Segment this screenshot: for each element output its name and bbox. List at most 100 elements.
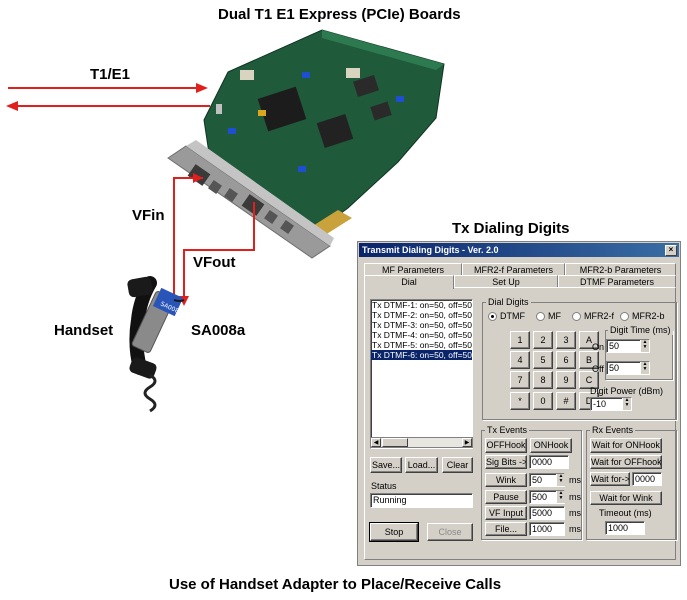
wait-for-field[interactable]: 0000 — [632, 472, 662, 486]
onhook-button[interactable]: ONHook — [530, 438, 572, 453]
tab-setup[interactable]: Set Up — [454, 275, 558, 288]
tab-mfr2b-parameters[interactable]: MFR2-b Parameters — [565, 263, 676, 276]
digit-power-stepper-icon[interactable]: ▲▼ — [622, 398, 631, 410]
key-0[interactable]: 0 — [533, 392, 553, 410]
list-item[interactable]: Tx DTMF-5: on=50, off=50 — [372, 340, 472, 350]
off-time-stepper-icon[interactable]: ▲▼ — [640, 362, 649, 374]
file-field[interactable]: 1000 — [529, 522, 565, 536]
handset-image: SA008a — [127, 276, 185, 413]
vf-input-ms-label: ms — [569, 508, 581, 518]
key-hash[interactable]: # — [556, 392, 576, 410]
handset-label: Handset — [54, 322, 114, 339]
key-a[interactable]: A — [579, 331, 599, 349]
scroll-right-icon[interactable]: ▶ — [462, 438, 472, 447]
file-ms-label: ms — [569, 524, 581, 534]
radio-mfr2f[interactable] — [572, 312, 581, 321]
timeout-field[interactable]: 1000 — [605, 521, 645, 535]
wait-for-button[interactable]: Wait for-> — [590, 472, 630, 486]
t1e1-label: T1/E1 — [90, 66, 131, 83]
tab-mf-parameters[interactable]: MF Parameters — [364, 263, 462, 276]
key-c[interactable]: C — [579, 371, 599, 389]
close-button[interactable]: Close — [427, 523, 473, 541]
dial-digits-title: Dial Digits — [486, 297, 531, 307]
window-title: Transmit Dialing Digits - Ver. 2.0 — [362, 245, 499, 255]
radio-mf-label: MF — [548, 311, 561, 321]
key-7[interactable]: 7 — [510, 371, 530, 389]
save-button[interactable]: Save... — [370, 457, 402, 473]
dial-tab-panel — [364, 287, 676, 560]
load-button[interactable]: Load... — [405, 457, 438, 473]
adapter-label: SA008a — [191, 322, 246, 339]
list-item[interactable]: Tx DTMF-3: on=50, off=50 — [372, 320, 472, 330]
wait-offhook-button[interactable]: Wait for OFFhook — [590, 455, 662, 469]
off-label: Off — [592, 364, 604, 374]
pause-ms-label: ms — [569, 492, 581, 502]
wait-wink-button[interactable]: Wait for Wink — [590, 491, 662, 505]
vf-input-button[interactable]: VF Input — [485, 506, 527, 520]
key-1[interactable]: 1 — [510, 331, 530, 349]
digit-list[interactable]: Tx DTMF-1: on=50, off=50 Tx DTMF-2: on=5… — [370, 299, 473, 449]
radio-dtmf[interactable] — [488, 312, 497, 321]
tab-dtmf-parameters[interactable]: DTMF Parameters — [558, 275, 676, 288]
wink-button[interactable]: Wink — [485, 473, 527, 487]
dial-digits-group — [482, 302, 677, 420]
on-label: On — [592, 342, 605, 352]
clear-button[interactable]: Clear — [442, 457, 473, 473]
radio-mfr2f-label: MFR2-f — [584, 311, 614, 321]
key-8[interactable]: 8 — [533, 371, 553, 389]
file-button[interactable]: File... — [485, 522, 527, 536]
vfin-label: VFin — [132, 207, 165, 224]
tx-events-group — [481, 430, 582, 540]
list-horizontal-scrollbar[interactable]: ◀ ▶ — [370, 437, 473, 448]
radio-mf[interactable] — [536, 312, 545, 321]
on-time-field[interactable]: 50 — [606, 339, 650, 353]
radio-mfr2b[interactable] — [620, 312, 629, 321]
wink-stepper-icon[interactable]: ▲▼ — [556, 474, 565, 486]
radio-mfr2b-label: MFR2-b — [632, 311, 665, 321]
key-b[interactable]: B — [579, 351, 599, 369]
key-star[interactable]: * — [510, 392, 530, 410]
tx-events-title: Tx Events — [485, 425, 530, 435]
t1e1-arrows — [6, 83, 210, 111]
tab-mfr2f-parameters[interactable]: MFR2-f Parameters — [462, 263, 565, 276]
digit-time-title: Digit Time (ms) — [608, 325, 673, 335]
key-6[interactable]: 6 — [556, 351, 576, 369]
sig-bits-button[interactable]: Sig Bits -> — [485, 455, 527, 469]
list-item[interactable]: Tx DTMF-1: on=50, off=50 — [372, 300, 472, 310]
pause-button[interactable]: Pause — [485, 490, 527, 504]
pcie-board-image — [167, 29, 445, 259]
key-5[interactable]: 5 — [533, 351, 553, 369]
offhook-button[interactable]: OFFHook — [485, 438, 527, 453]
wink-ms-label: ms — [569, 475, 581, 485]
vfout-label: VFout — [193, 254, 236, 271]
list-item[interactable]: Tx DTMF-2: on=50, off=50 — [372, 310, 472, 320]
rx-events-title: Rx Events — [590, 425, 636, 435]
digit-power-field[interactable]: -10 — [590, 397, 632, 411]
vf-input-field[interactable]: 5000 — [529, 506, 565, 520]
stop-button[interactable]: Stop — [369, 522, 419, 542]
window-title-bar: Transmit Dialing Digits - Ver. 2.0 × — [359, 243, 679, 257]
list-item[interactable]: Tx DTMF-4: on=50, off=50 — [372, 330, 472, 340]
key-4[interactable]: 4 — [510, 351, 530, 369]
pause-stepper-icon[interactable]: ▲▼ — [556, 491, 565, 503]
timeout-label: Timeout (ms) — [599, 508, 652, 518]
radio-dtmf-label: DTMF — [500, 311, 525, 321]
dialog-heading: Tx Dialing Digits — [452, 220, 570, 237]
key-3[interactable]: 3 — [556, 331, 576, 349]
scroll-left-icon[interactable]: ◀ — [371, 438, 381, 447]
sig-bits-field[interactable]: 0000 — [529, 455, 569, 469]
tab-dial[interactable]: Dial — [364, 275, 454, 289]
on-time-stepper-icon[interactable]: ▲▼ — [640, 340, 649, 352]
digit-power-label: Digit Power (dBm) — [590, 386, 664, 396]
wait-onhook-button[interactable]: Wait for ONHook — [590, 438, 662, 453]
status-field: Running — [370, 493, 473, 508]
list-item-selected[interactable]: Tx DTMF-6: on=50, off=50 — [371, 350, 472, 360]
key-9[interactable]: 9 — [556, 371, 576, 389]
close-icon[interactable]: × — [665, 245, 677, 256]
off-time-field[interactable]: 50 — [606, 361, 650, 375]
bottom-caption: Use of Handset Adapter to Place/Receive … — [169, 576, 502, 593]
scroll-thumb[interactable] — [382, 438, 408, 447]
top-caption: Dual T1 E1 Express (PCIe) Boards — [218, 6, 461, 23]
key-2[interactable]: 2 — [533, 331, 553, 349]
